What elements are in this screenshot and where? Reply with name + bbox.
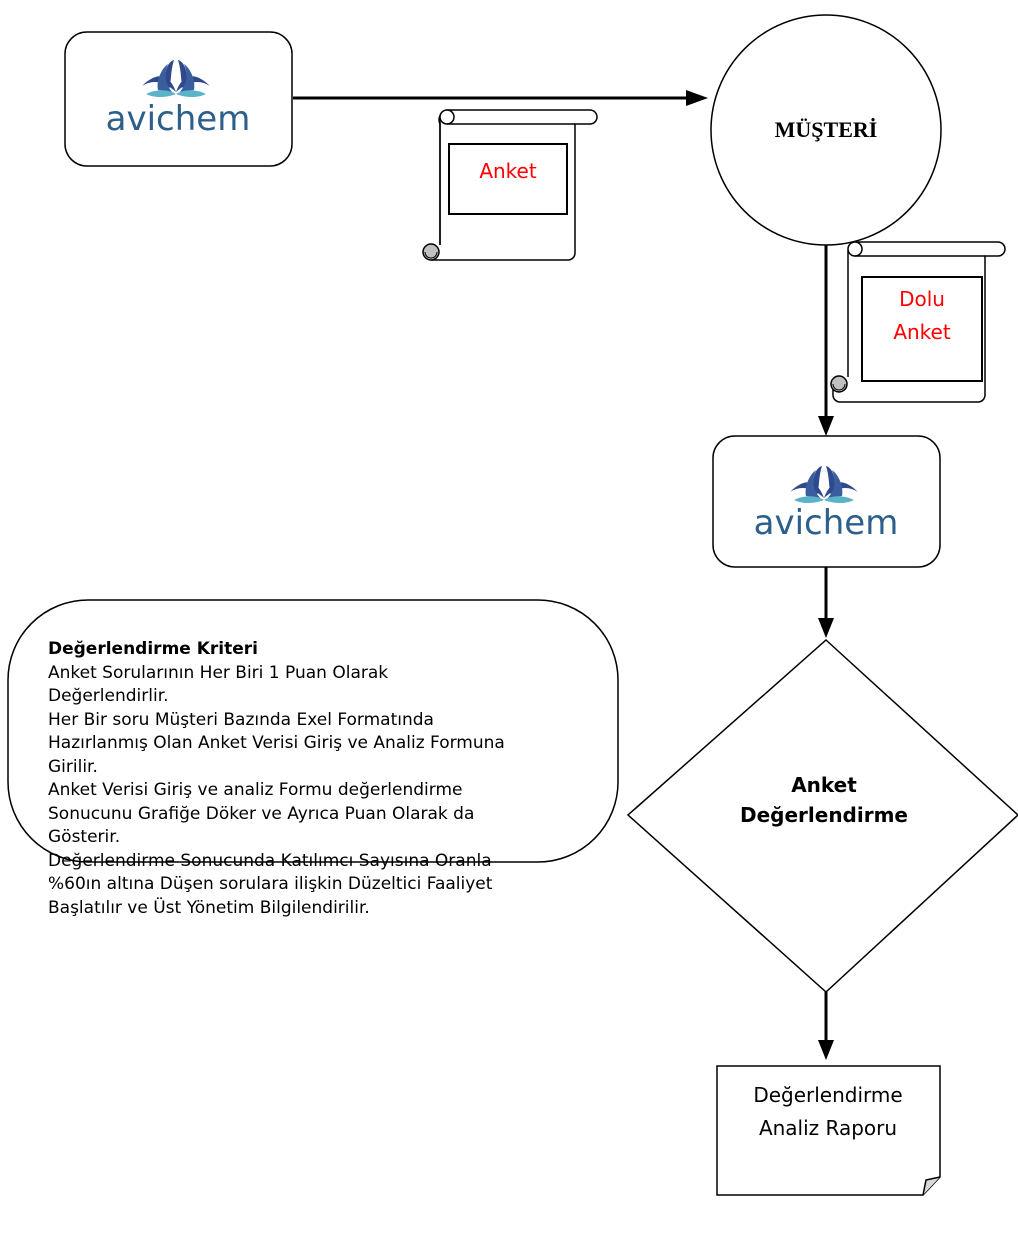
criteria-line: Sonucunu Grafiğe Döker ve Ayrıca Puan Ol… bbox=[48, 803, 475, 824]
customer-label: MÜŞTERİ bbox=[775, 117, 878, 142]
evaluator-logo-box: avichem bbox=[712, 435, 941, 568]
evaluator-logo-text: avichem bbox=[754, 503, 899, 543]
filled-doc-label-2: Anket bbox=[893, 320, 951, 344]
criteria-line: Değerlendirme Sonucunda Katılımcı Sayısı… bbox=[48, 850, 492, 871]
criteria-line: Girilir. bbox=[48, 756, 98, 777]
page-fold-icon bbox=[922, 1176, 941, 1196]
criteria-line: Gösterir. bbox=[48, 827, 121, 847]
criteria-title: Değerlendirme Kriteri bbox=[48, 639, 258, 659]
criteria-text: Değerlendirme Kriteri Anket Sorularının … bbox=[48, 638, 608, 920]
report-label-1: Değerlendirme bbox=[753, 1083, 902, 1107]
report-node: Değerlendirme Analiz Raporu bbox=[716, 1065, 941, 1196]
criteria-line: Değerlendirlir. bbox=[48, 686, 169, 706]
criteria-line: Hazırlanmış Olan Anket Verisi Giriş ve A… bbox=[48, 733, 505, 753]
criteria-line: Başlatılır ve Üst Yönetim Bilgilendirili… bbox=[48, 897, 370, 918]
survey-doc-label: Anket bbox=[479, 159, 537, 183]
decision-label-1: Anket bbox=[791, 773, 857, 797]
lotus-logo-icon bbox=[790, 466, 858, 503]
criteria-line: Anket Sorularının Her Biri 1 Puan Olarak bbox=[48, 662, 389, 683]
sender-logo-text: avichem bbox=[106, 99, 251, 139]
decision-node: Anket Değerlendirme bbox=[626, 638, 1018, 994]
arrow-customer-to-evaluator-head bbox=[818, 416, 834, 436]
arrow-decision-to-report-head bbox=[818, 1040, 834, 1060]
criteria-line: Anket Verisi Giriş ve analiz Formu değer… bbox=[48, 780, 463, 800]
criteria-line: Her Bir soru Müşteri Bazında Exel Format… bbox=[48, 709, 434, 730]
arrow-evaluator-to-decision-head bbox=[818, 618, 834, 638]
decision-label-2: Değerlendirme bbox=[740, 803, 908, 827]
report-label-2: Analiz Raporu bbox=[759, 1116, 897, 1140]
arrow-sender-to-customer-head bbox=[686, 90, 708, 106]
criteria-box bbox=[7, 599, 619, 863]
lotus-logo-icon bbox=[142, 60, 210, 97]
filled-doc-label-1: Dolu bbox=[899, 287, 945, 311]
survey-doc-frame bbox=[448, 143, 568, 215]
filled-doc-frame bbox=[861, 276, 983, 382]
filled-survey-scroll-doc: Dolu Anket bbox=[830, 241, 1006, 403]
survey-scroll-doc: Anket bbox=[422, 109, 598, 261]
sender-logo-box: avichem bbox=[64, 31, 293, 167]
criteria-line: %60ın altına Düşen sorulara ilişkin Düze… bbox=[48, 874, 493, 894]
customer-node: MÜŞTERİ bbox=[710, 14, 942, 246]
